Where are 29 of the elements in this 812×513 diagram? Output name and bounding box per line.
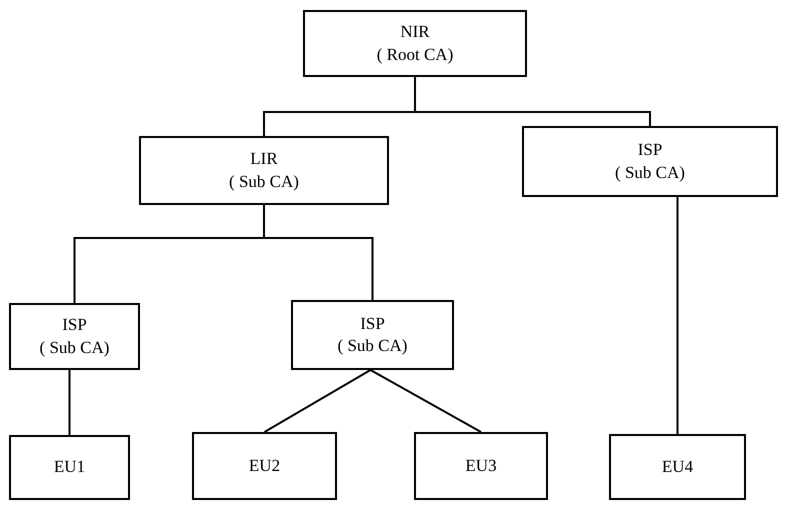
- node-title: EU2: [248, 454, 280, 477]
- node-title: ISP: [360, 312, 385, 335]
- node-title: NIR: [400, 21, 430, 44]
- connector-line: [264, 369, 371, 433]
- ca-box: [192, 432, 337, 500]
- ca-box: [303, 10, 527, 77]
- ca-box: [139, 136, 389, 205]
- ca-box: [609, 434, 746, 500]
- ca-box: [9, 303, 140, 370]
- node-subtitle: ( Sub CA): [229, 170, 299, 192]
- ca-box: [291, 300, 454, 370]
- ca-box: [414, 432, 548, 500]
- node-subtitle: ( Sub CA): [40, 336, 110, 358]
- node-title: EU4: [662, 456, 694, 478]
- node-title: EU1: [54, 456, 86, 478]
- node-title: EU3: [465, 454, 497, 477]
- connector-line: [68, 370, 70, 435]
- node-title: ISP: [638, 139, 662, 162]
- connector-line: [370, 369, 482, 433]
- node-title: LIR: [250, 148, 278, 170]
- connector-line: [676, 197, 678, 434]
- node-subtitle: ( Sub CA): [338, 335, 408, 357]
- node-subtitle: ( Root CA): [376, 44, 454, 66]
- node-subtitle: ( Sub CA): [615, 162, 685, 184]
- ca-box: [522, 126, 778, 197]
- connector-line: [414, 77, 651, 126]
- connector-line: [263, 205, 374, 300]
- node-title: ISP: [62, 314, 87, 336]
- ca-box: [9, 435, 130, 500]
